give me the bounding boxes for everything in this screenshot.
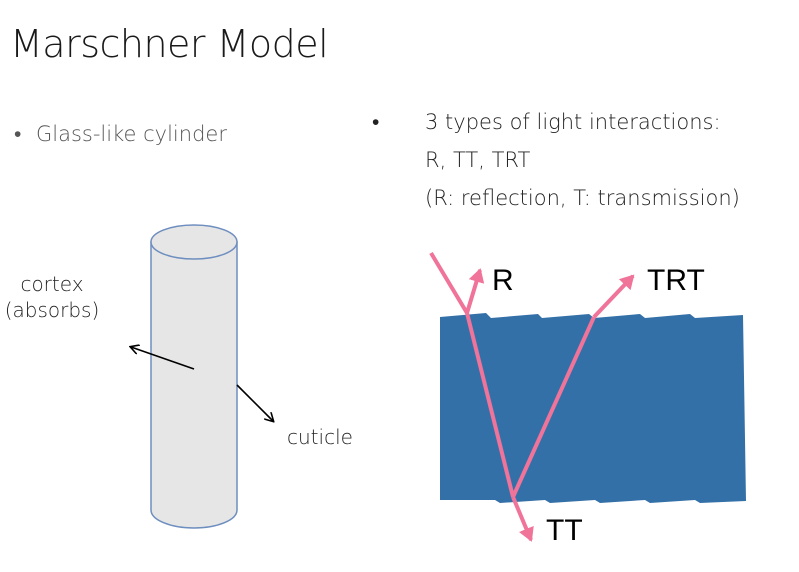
exit-ray-trt <box>592 274 635 319</box>
right-bullet-text-3: (R: reflection, T: transmission) <box>425 186 740 210</box>
bullet-marker: • <box>372 110 380 134</box>
right-bullet-line-1: • 3 types of light interactions: <box>372 103 740 141</box>
right-bullet-text-1: 3 types of light interactions: <box>425 110 721 134</box>
right-bullet-line-3: (R: reflection, T: transmission) <box>372 179 740 217</box>
hair-fiber-section <box>440 313 746 503</box>
right-bullet-text-2: R, TT, TRT <box>425 148 531 172</box>
left-bullet: • Glass-like cylinder <box>14 122 227 147</box>
cortex-label-line-2: (absorbs) <box>4 298 100 322</box>
left-bullet-text: Glass-like cylinder <box>36 122 227 146</box>
cylinder-body <box>150 241 238 529</box>
incident-ray <box>429 251 469 315</box>
internal-ray <box>465 312 515 498</box>
cuticle-pointer-arrow <box>236 384 273 421</box>
ray-label-r: R <box>492 264 514 297</box>
cuticle-label: cuticle <box>287 425 353 449</box>
bullet-marker: • <box>14 122 22 146</box>
cortex-label-line-1: cortex <box>20 272 84 296</box>
hair-cylinder <box>150 224 238 529</box>
transmitted-ray-tt <box>511 496 534 542</box>
cortex-label: cortex (absorbs) <box>0 271 107 323</box>
cylinder-top <box>150 224 238 260</box>
ray-label-trt: TRT <box>647 264 705 297</box>
internal-reflected-ray <box>511 316 596 498</box>
slide-title: Marschner Model <box>10 22 329 66</box>
cortex-pointer-arrow <box>131 347 195 370</box>
light-rays <box>429 251 635 542</box>
ray-label-tt: TT <box>546 514 583 547</box>
right-bullet-line-2: R, TT, TRT <box>372 141 740 179</box>
reflected-ray-r <box>465 268 485 314</box>
right-bullet-block: • 3 types of light interactions: R, TT, … <box>372 103 740 217</box>
